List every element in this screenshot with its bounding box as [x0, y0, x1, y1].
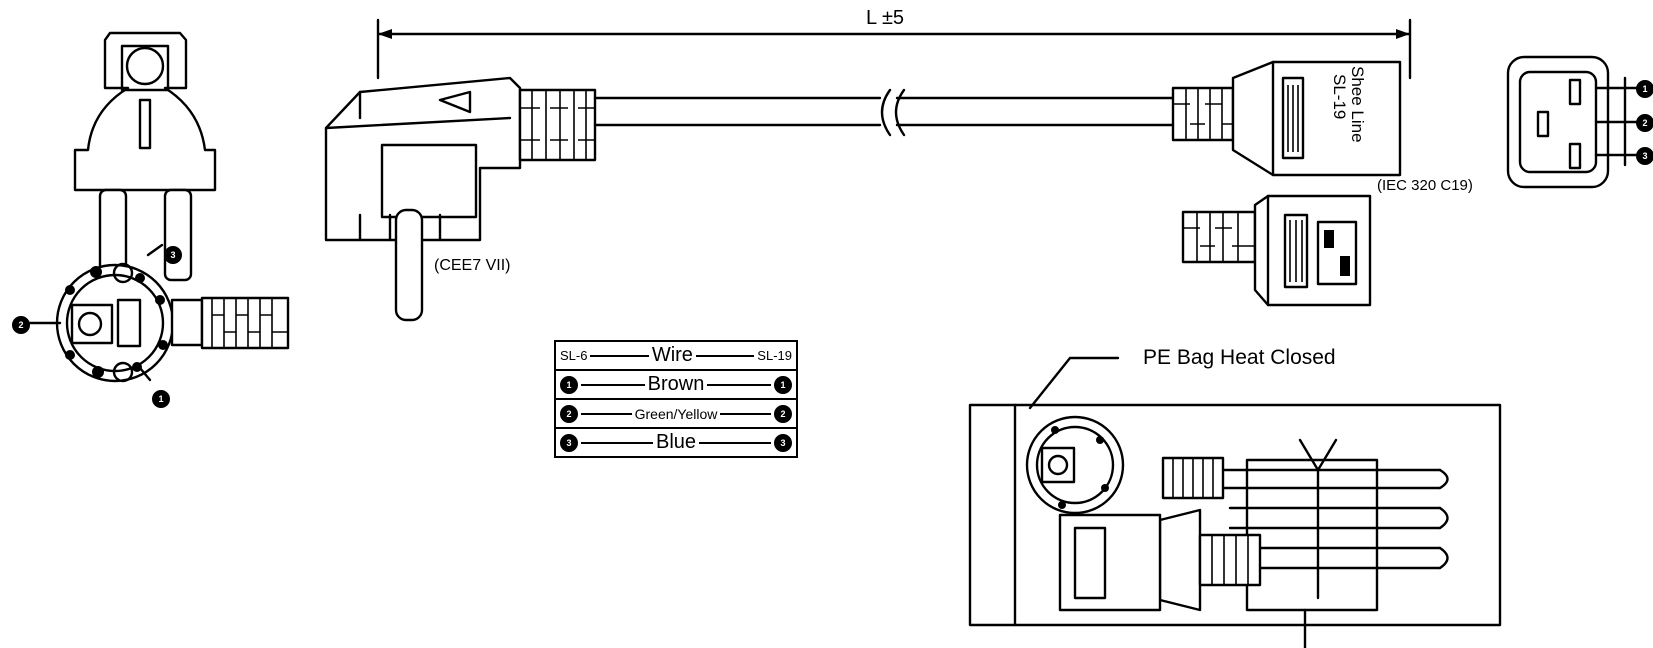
wire-name: Blue [655, 431, 697, 453]
face-pin-3: 3 [1636, 147, 1653, 165]
wire-table-header: SL-6 Wire SL-19 [554, 340, 798, 371]
right-pin: 1 [774, 375, 793, 394]
wire-row: 3 Blue 3 [554, 427, 798, 458]
left-pin: 2 [560, 404, 578, 423]
plug-type-label: (CEE7 VII) [434, 257, 511, 274]
bottom-pin-2: 2 [12, 316, 30, 334]
right-pin: 2 [774, 404, 793, 423]
pe-bag-package [968, 356, 1502, 648]
c19-face-view [1506, 55, 1644, 189]
wire-row: 2 Green/Yellow 2 [554, 398, 798, 429]
connector-type-label: (IEC 320 C19) [1377, 177, 1473, 194]
package-label: PE Bag Heat Closed [1143, 346, 1336, 369]
left-pin: 3 [560, 433, 578, 452]
dimension-label: L ±5 [866, 7, 905, 29]
header-right: SL-19 [757, 348, 792, 363]
wire-name: Green/Yellow [634, 405, 718, 422]
bottom-pin-1: 1 [152, 390, 170, 408]
schuko-plug [324, 76, 597, 322]
bottom-pin-3: 3 [164, 246, 182, 264]
face-pin-2: 2 [1636, 114, 1653, 132]
right-pin: 3 [774, 433, 792, 452]
face-pin-1: 1 [1636, 80, 1653, 98]
wire-name: Brown [647, 373, 705, 395]
dimension-line [376, 18, 1412, 80]
wire-table: SL-6 Wire SL-19 1 Brown 1 2 Green/Yellow… [554, 340, 798, 458]
header-center: Wire [651, 344, 693, 366]
plug-bottom-view [28, 243, 290, 383]
left-pin: 1 [560, 375, 578, 394]
header-left: SL-6 [560, 348, 588, 363]
brand-line-2: SL-19 [1330, 74, 1349, 119]
plug-front-view [73, 31, 217, 282]
c19-connector-top [1181, 194, 1372, 307]
wire-row: 1 Brown 1 [554, 369, 798, 400]
c19-connector-side: Shee Line SL-19 [1171, 60, 1402, 177]
brand-line-1: Shee Line [1348, 66, 1367, 143]
cable [593, 88, 1175, 137]
